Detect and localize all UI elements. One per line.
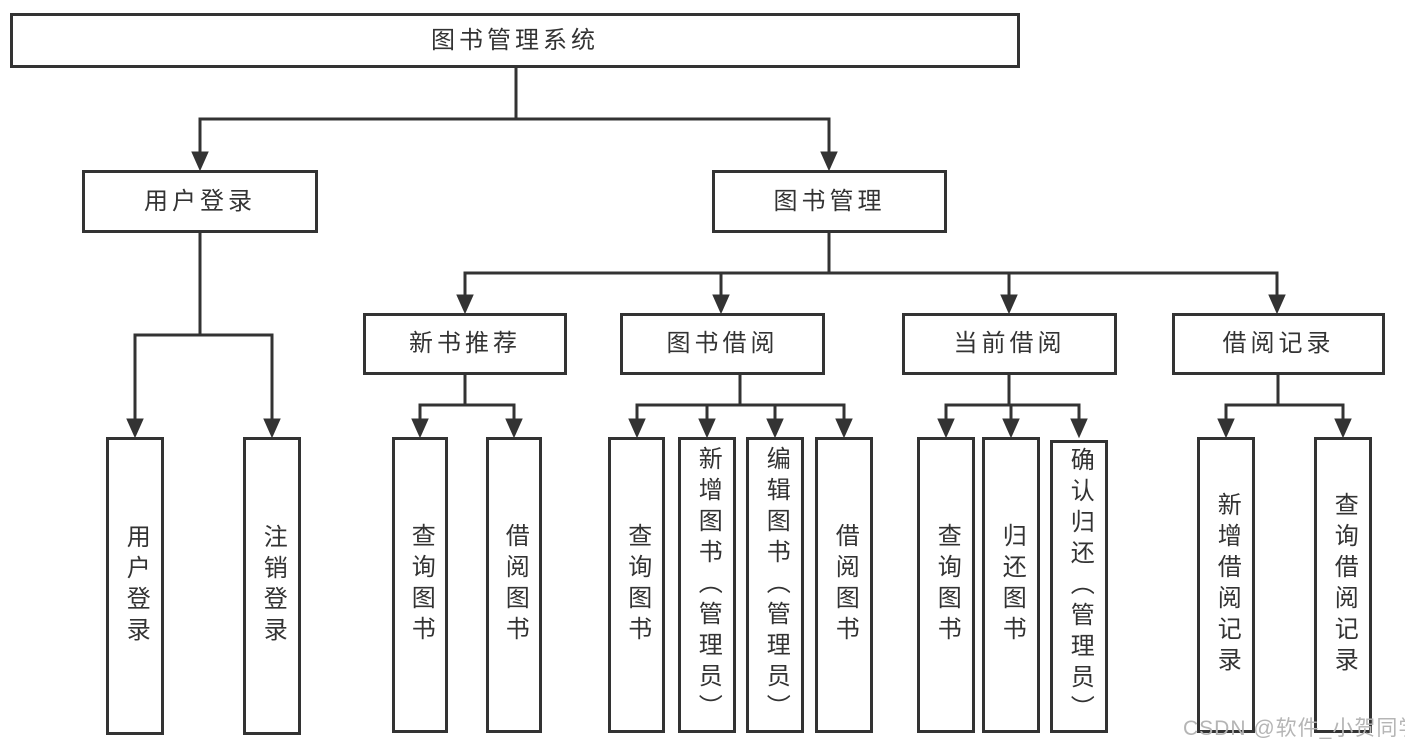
node-leaf-logout: 注销登录 [243, 437, 301, 735]
node-leaf-return-books: 归还图书 [982, 437, 1040, 733]
node-book-management: 图书管理 [712, 170, 947, 233]
node-new-book-recommend: 新书推荐 [363, 313, 567, 375]
node-label: 注销登录 [259, 524, 287, 648]
node-leaf-user-login: 用户登录 [106, 437, 164, 735]
arrowhead-icon [1268, 294, 1286, 315]
node-label: 新书推荐 [409, 330, 521, 357]
node-label: 新增图书（管理员） [694, 445, 722, 725]
node-leaf-query-books-recommend: 查询图书 [392, 437, 448, 733]
arrowhead-icon [1000, 294, 1018, 315]
node-leaf-add-borrow-record: 新增借阅记录 [1197, 437, 1255, 733]
node-label: 新增借阅记录 [1213, 492, 1241, 678]
arrowhead-icon [263, 418, 281, 439]
node-leaf-query-borrow-record: 查询借阅记录 [1314, 437, 1372, 733]
node-label: 图书管理 [773, 187, 886, 215]
node-leaf-add-books-admin: 新增图书（管理员） [678, 437, 736, 733]
arrowhead-icon [766, 418, 784, 439]
arrowhead-icon [126, 418, 144, 439]
node-borrowing-records: 借阅记录 [1172, 313, 1385, 375]
arrowhead-icon [1002, 418, 1020, 439]
node-leaf-borrow-books: 借阅图书 [815, 437, 873, 733]
node-leaf-edit-books-admin: 编辑图书（管理员） [746, 437, 804, 733]
node-leaf-query-books-borrowing: 查询图书 [608, 437, 665, 733]
arrowhead-icon [712, 294, 730, 315]
arrowhead-icon [937, 418, 955, 439]
node-leaf-query-books-current: 查询图书 [917, 437, 975, 733]
node-label: 查询借阅记录 [1330, 492, 1358, 678]
node-label: 用户登录 [122, 524, 150, 648]
node-current-borrowing: 当前借阅 [902, 313, 1117, 375]
arrowhead-icon [698, 418, 716, 439]
node-library-system: 图书管理系统 [10, 13, 1020, 68]
node-label: 借阅图书 [501, 523, 529, 647]
node-label: 查询图书 [623, 523, 651, 647]
node-label: 归还图书 [998, 523, 1026, 647]
node-label: 当前借阅 [953, 330, 1066, 357]
arrowhead-icon [835, 418, 853, 439]
node-label: 图书管理系统 [431, 26, 599, 54]
arrowhead-icon [411, 418, 429, 439]
arrowhead-icon [1217, 418, 1235, 439]
arrowhead-icon [1334, 418, 1352, 439]
arrowhead-icon [505, 418, 523, 439]
node-label: 确认归还（管理员） [1066, 447, 1094, 726]
arrowhead-icon [628, 418, 646, 439]
node-book-borrowing: 图书借阅 [620, 313, 825, 375]
node-label: 编辑图书（管理员） [762, 445, 790, 725]
node-user-login: 用户登录 [82, 170, 318, 233]
node-leaf-borrow-books-recommend: 借阅图书 [486, 437, 542, 733]
csdn-watermark: CSDN @软件_小贺同学 [1183, 717, 1405, 740]
arrowhead-icon [456, 294, 474, 315]
arrowhead-icon [820, 151, 838, 172]
node-leaf-confirm-return-admin: 确认归还（管理员） [1050, 440, 1108, 733]
node-label: 查询图书 [933, 523, 961, 647]
arrowhead-icon [1070, 418, 1088, 439]
node-label: 借阅记录 [1222, 330, 1335, 357]
node-label: 图书借阅 [666, 330, 779, 357]
node-label: 借阅图书 [831, 523, 859, 647]
node-label: 用户登录 [144, 187, 256, 215]
arrowhead-icon [191, 151, 209, 172]
node-label: 查询图书 [407, 523, 435, 647]
